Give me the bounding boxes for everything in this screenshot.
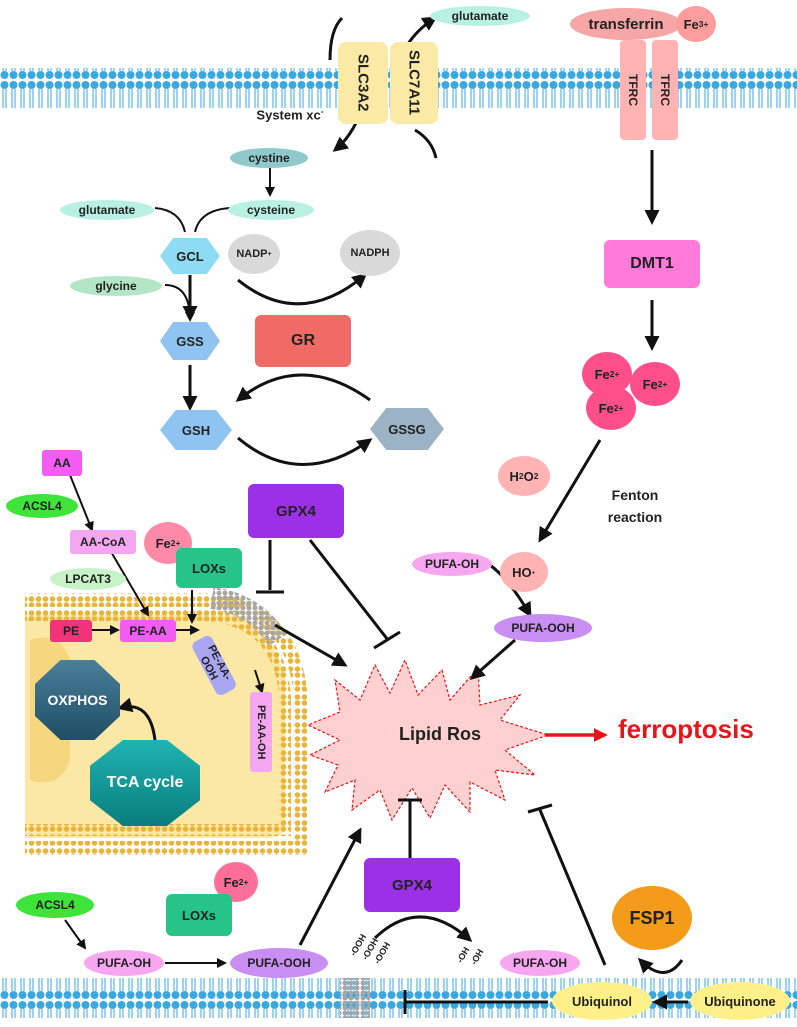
- glutamate-top-node: glutamate: [430, 6, 530, 26]
- arrow-fe2-fenton: [538, 439, 602, 543]
- pe-aa-node: PE-AA: [120, 620, 176, 642]
- lipid-ros-star: [306, 658, 550, 822]
- oxphos-node: OXPHOS: [35, 660, 120, 740]
- gpx4-bottom-node: GPX4: [364, 858, 460, 912]
- mito-gray-lipid-patch: [210, 587, 288, 647]
- ubiquinol-node: Ubiquinol: [552, 982, 652, 1020]
- aa-node: AA: [42, 450, 82, 476]
- arc-cysteine-gcl: [194, 207, 231, 233]
- arrow-glycine-gss: [164, 284, 195, 322]
- ferroptosis-label: ferroptosis: [618, 714, 754, 744]
- inhibit-bar-gpx4-ros: [373, 630, 401, 650]
- tfrc-receptor-1: TFRC: [620, 40, 646, 140]
- arrow-tca-oxphos: [117, 697, 157, 741]
- tfrc-receptor-2: TFRC: [652, 40, 678, 140]
- arrow-gpx4-bottom-reduce: [373, 915, 473, 943]
- fsp1-node: FSP1: [612, 886, 692, 950]
- pufa-ooh-right-node: PUFA-OOH: [494, 614, 592, 642]
- arrow-gsh-gssg-cycle: [237, 436, 373, 466]
- slc3a2-transporter: SLC3A2: [338, 42, 388, 124]
- pe-aa-oh-node: PE-AA-OH: [250, 692, 272, 772]
- inhibit-bar-ubiquinol: [527, 803, 553, 814]
- glycine-node: glycine: [70, 276, 162, 296]
- cystine-node: cystine: [230, 148, 308, 168]
- gcl-enzyme: GCL: [160, 238, 220, 274]
- nadp-node: NADP+: [228, 234, 280, 274]
- gss-enzyme: GSS: [160, 322, 220, 360]
- arc-slc3a2-top: [328, 16, 344, 61]
- plasma-membrane-bottom: [0, 978, 797, 1018]
- aa-coa-node: AA-CoA: [70, 530, 136, 554]
- transferrin-node: transferrin: [570, 8, 682, 40]
- slc7a11-transporter: SLC7A11: [390, 42, 438, 124]
- arrow-nadp-nadph: [237, 273, 368, 306]
- mitochondrion-inner-membrane: [25, 609, 291, 836]
- ho-radical-node: HO·: [500, 552, 548, 592]
- dmt1-transporter: DMT1: [604, 240, 700, 288]
- arrow-pufa-ooh-to-ros: [469, 638, 516, 680]
- pufa-oh-bottom-right-node: PUFA-OH: [500, 950, 580, 976]
- gr-enzyme: GR: [255, 315, 351, 367]
- arrow-peaaooh-to-peaaoh: [254, 669, 265, 694]
- pufa-oh-bottom-node: PUFA-OH: [84, 950, 164, 976]
- pufa-oh-right-node: PUFA-OH: [412, 552, 492, 576]
- acsl4-bottom-node: ACSL4: [16, 892, 94, 918]
- arrow-gssg-gsh-cycle: [235, 373, 371, 402]
- arrow-acsl4-to-pufa: [64, 919, 87, 950]
- pufa-ooh-bottom-node: PUFA-OOH: [230, 948, 328, 978]
- arc-glutamate-gcl: [154, 207, 186, 233]
- gssg-node: GSSG: [370, 408, 444, 450]
- inhibit-gpx4-to-ros: [308, 539, 390, 641]
- arrow-fsp1-cycle: [637, 957, 684, 974]
- lpcat3-node: LPCAT3: [50, 568, 126, 590]
- membrane-gray-lipid-patch: [340, 978, 370, 1018]
- gsh-node: GSH: [160, 410, 232, 450]
- tca-cycle-node: TCA cycle: [90, 740, 200, 826]
- lipid-ros-label: Lipid Ros: [399, 724, 481, 744]
- nadph-node: NADPH: [340, 230, 400, 276]
- loxs-bottom-node: LOXs: [166, 894, 232, 936]
- acsl4-top-node: ACSL4: [6, 494, 78, 518]
- system-xc-label: System xc-: [256, 106, 324, 123]
- inhibit-ubiquinol-to-ros: [538, 809, 607, 966]
- cysteine-node: cysteine: [228, 200, 314, 220]
- pe-node: PE: [50, 620, 92, 642]
- arc-slc7a11-bottom: [414, 128, 438, 159]
- arrow-aa-to-aacoa: [69, 474, 94, 532]
- gpx4-mid-node: GPX4: [248, 484, 344, 538]
- glutamate-left-node: glutamate: [60, 200, 154, 220]
- loxs-mid-node: LOXs: [176, 548, 242, 588]
- arrow-aacoa-to-peaa: [109, 549, 150, 617]
- arrow-pufa-ooh-bottom-to-ros: [298, 827, 362, 946]
- arrow-mito-to-ros: [274, 623, 348, 667]
- ubiquinone-node: Ubiquinone: [690, 982, 790, 1020]
